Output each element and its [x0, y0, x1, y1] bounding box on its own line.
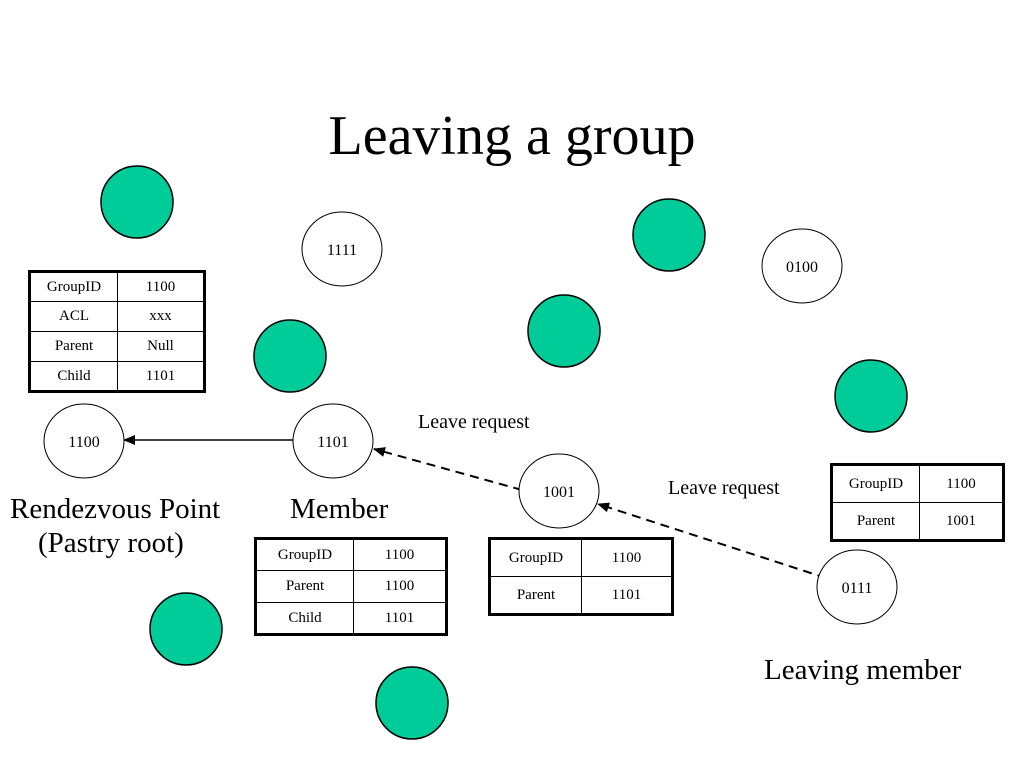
- table-cell: 1100: [353, 570, 447, 603]
- node-1001: 1001: [518, 453, 600, 529]
- leave-request-label-1: Leave request: [418, 411, 530, 433]
- table-cell: GroupID: [255, 538, 354, 571]
- filled-node: [149, 592, 223, 666]
- table-cell: xxx: [117, 301, 205, 332]
- table-cell: Parent: [255, 570, 354, 603]
- table-cell: Child: [255, 602, 354, 635]
- filled-node: [375, 666, 449, 740]
- table-cell: 1001: [919, 502, 1004, 541]
- node-1111-label: 1111: [327, 242, 357, 259]
- node-1111: 1111: [301, 211, 383, 287]
- filled-node: [632, 198, 706, 272]
- filled-node: [100, 165, 174, 239]
- table-cell: Parent: [831, 502, 920, 541]
- node-0100-label: 0100: [786, 259, 818, 276]
- table-cell: ACL: [29, 301, 118, 332]
- table-cell: 1100: [581, 538, 673, 577]
- table-cell: Child: [29, 361, 118, 392]
- table-cell: Parent: [489, 576, 582, 615]
- node-1100-label: 1100: [68, 434, 99, 451]
- node-0111-label: 0111: [842, 580, 873, 597]
- edge-1001-to-1101: [373, 447, 523, 491]
- table-cell: 1101: [117, 361, 205, 392]
- rendezvous-caption: Rendezvous Point: [10, 493, 221, 525]
- node-1100: 1100: [43, 403, 125, 479]
- node-0100: 0100: [761, 228, 843, 304]
- edge-0111-to-1001: [597, 502, 827, 579]
- table-cell: 1100: [353, 538, 447, 571]
- node-0111: 0111: [816, 549, 898, 625]
- filled-node: [527, 294, 601, 368]
- node-1101-label: 1101: [317, 434, 348, 451]
- pastry-root-caption: (Pastry root): [38, 527, 184, 559]
- filled-node: [253, 319, 327, 393]
- leaving-member-caption: Leaving member: [764, 654, 962, 686]
- filled-node: [834, 359, 908, 433]
- slide-title: Leaving a group: [328, 105, 696, 167]
- table-cell: GroupID: [831, 464, 920, 503]
- member-caption: Member: [290, 493, 389, 525]
- table-cell: Null: [117, 331, 205, 362]
- table-cell: 1100: [919, 464, 1004, 503]
- table-cell: 1101: [581, 576, 673, 615]
- table-cell: GroupID: [29, 271, 118, 302]
- table-cell: 1100: [117, 271, 205, 302]
- table-cell: GroupID: [489, 538, 582, 577]
- node-1001-label: 1001: [543, 484, 575, 501]
- node-1101: 1101: [292, 403, 374, 479]
- table-cell: 1101: [353, 602, 447, 635]
- leave-request-label-2: Leave request: [668, 477, 780, 499]
- table-cell: Parent: [29, 331, 118, 362]
